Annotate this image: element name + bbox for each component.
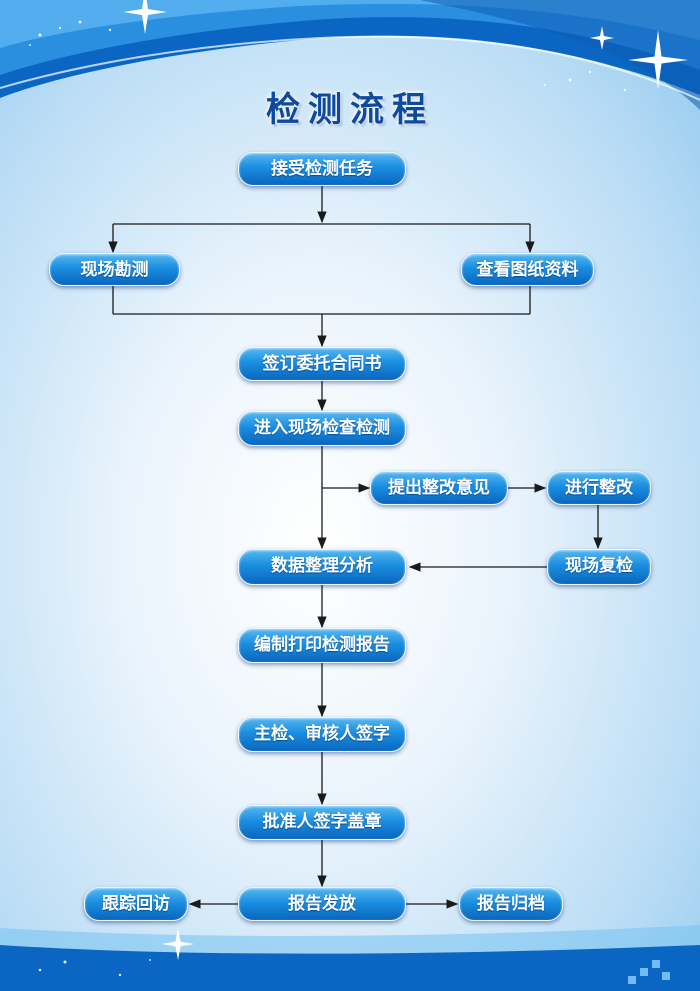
node-sign-contract: 签订委托合同书 bbox=[238, 347, 406, 381]
node-accept-task: 接受检测任务 bbox=[238, 152, 406, 186]
top-wave-light bbox=[0, 0, 700, 48]
node-data-analysis: 数据整理分析 bbox=[238, 549, 406, 585]
node-onsite-inspection: 进入现场检查检测 bbox=[238, 411, 406, 446]
sparkle-top-right-small bbox=[590, 26, 614, 50]
node-rectify: 进行整改 bbox=[547, 471, 651, 505]
sparkle-bottom-left bbox=[162, 928, 194, 960]
node-rectification-advice: 提出整改意见 bbox=[370, 471, 508, 505]
sparkle-top-left bbox=[123, 0, 167, 34]
pixel-squares-bottom-right bbox=[628, 960, 670, 984]
node-follow-up: 跟踪回访 bbox=[84, 887, 188, 921]
node-issue-report: 报告发放 bbox=[238, 887, 406, 921]
sparkle-dots-top bbox=[29, 20, 627, 92]
node-review-drawings: 查看图纸资料 bbox=[461, 253, 594, 286]
node-recheck: 现场复检 bbox=[547, 549, 651, 585]
sparkle-dots-bottom bbox=[38, 959, 151, 977]
page-title: 检测流程 bbox=[266, 90, 434, 130]
top-wave-highlight bbox=[0, 35, 700, 101]
node-archive: 报告归档 bbox=[459, 887, 563, 921]
bottom-wave-dark bbox=[0, 945, 700, 991]
top-right-sweep bbox=[420, 0, 700, 110]
node-site-survey: 现场勘测 bbox=[49, 253, 180, 286]
node-compile-report: 编制打印检测报告 bbox=[238, 628, 406, 663]
sparkle-top-right bbox=[628, 30, 688, 90]
node-approve-seal: 批准人签字盖章 bbox=[238, 805, 406, 840]
node-chief-sign: 主检、审核人签字 bbox=[238, 717, 406, 752]
